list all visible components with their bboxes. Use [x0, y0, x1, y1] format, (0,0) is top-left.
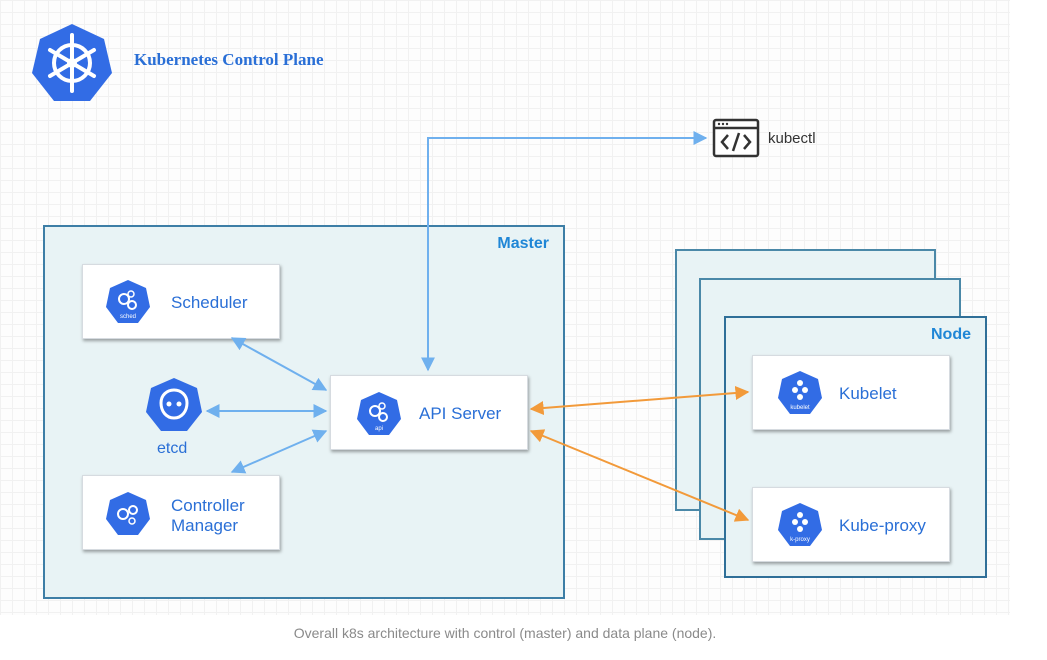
- kube-proxy-icon-text: k-proxy: [790, 537, 810, 543]
- kubectl-to-api-arrow: [421, 131, 708, 372]
- controller-manager-card[interactable]: Controller Manager: [82, 475, 280, 550]
- kubelet-label: Kubelet: [839, 384, 897, 403]
- scheduler-api-arrow: [230, 337, 328, 391]
- api-server-icon-text: api: [375, 426, 383, 432]
- etcd-icon[interactable]: [145, 377, 203, 433]
- kube-proxy-icon: k-proxy: [778, 503, 822, 546]
- scheduler-label: Scheduler: [171, 293, 248, 312]
- kube-proxy-label: Kube-proxy: [839, 516, 926, 535]
- kubelet-icon-text: kubelet: [790, 405, 810, 411]
- controller-manager-label-line2: Manager: [171, 516, 239, 535]
- kubelet-card[interactable]: kubelet Kubelet: [752, 355, 950, 430]
- page-title: Kubernetes Control Plane: [134, 50, 324, 69]
- kubelet-icon: kubelet: [778, 371, 822, 414]
- api-server-card[interactable]: api API Server: [330, 375, 528, 450]
- scheduler-icon-text: sched: [120, 314, 136, 320]
- controller-manager-icon: [106, 492, 150, 535]
- kubectl-label: kubectl: [768, 130, 816, 147]
- kube-proxy-card[interactable]: k-proxy Kube-proxy: [752, 487, 950, 562]
- scheduler-card[interactable]: sched Scheduler: [82, 264, 280, 339]
- controller-api-arrow: [230, 429, 328, 474]
- node-label: Node: [931, 326, 971, 343]
- api-server-icon: api: [357, 392, 401, 435]
- scheduler-icon: sched: [106, 280, 150, 323]
- kubernetes-logo-icon: [32, 24, 112, 101]
- etcd-label: etcd: [157, 440, 188, 457]
- figure-caption: Overall k8s architecture with control (m…: [293, 625, 717, 641]
- api-kubeproxy-arrow: [529, 429, 750, 522]
- api-kubelet-arrow: [529, 386, 750, 415]
- api-server-label: API Server: [419, 404, 502, 423]
- terminal-window-icon[interactable]: [712, 118, 760, 158]
- controller-manager-label-line1: Controller: [171, 496, 245, 515]
